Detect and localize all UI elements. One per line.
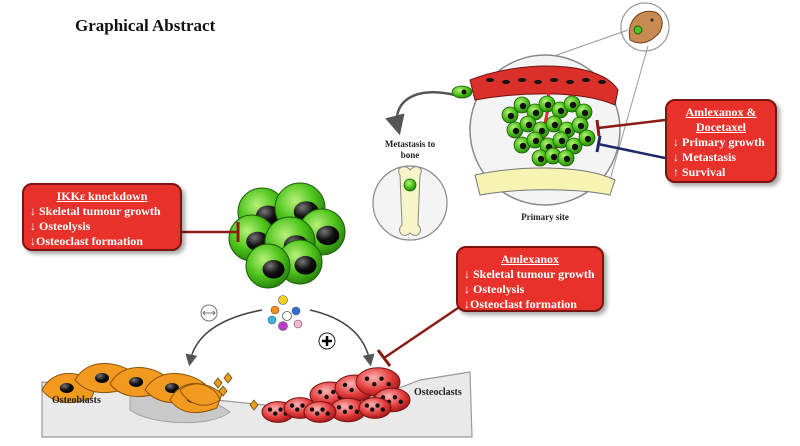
amlexanox-docetaxel-heading: Docetaxel xyxy=(696,120,746,134)
amlexanox-item: ↓ Skeletal tumour growth xyxy=(464,267,595,281)
osteoblasts-label: Osteoblasts xyxy=(52,395,101,406)
tumour-cell xyxy=(575,103,593,121)
amlexanox-docetaxel-item: ↑ Survival xyxy=(673,165,726,179)
inhibit-line-amlexanox-docetaxel xyxy=(595,118,666,160)
amlexanox-docetaxel-item: ↓ Metastasis xyxy=(673,150,736,164)
vessel-nucleus xyxy=(502,80,510,84)
osteoclast-cell xyxy=(358,397,392,419)
tumour-cell-cluster xyxy=(228,182,346,289)
amlexanox-item: ↓ Osteolysis xyxy=(464,282,525,296)
arrow-to-osteoclasts xyxy=(309,309,375,367)
vessel-nucleus xyxy=(598,80,606,84)
metastasis-arrow xyxy=(385,91,456,136)
tumour-cell xyxy=(578,129,596,147)
primary-site-icon xyxy=(469,54,621,206)
arrow-to-osteoblasts xyxy=(185,309,263,367)
tumour-cell xyxy=(563,95,581,113)
osteoclast-cells xyxy=(261,367,411,423)
osteoclasts-label: Osteoclasts xyxy=(414,387,462,398)
vessel-nucleus xyxy=(582,78,590,82)
vessel-nucleus xyxy=(534,80,542,84)
ikk-heading: IKKε knockdown xyxy=(56,189,148,203)
mouse-icon xyxy=(620,2,670,52)
tumour-cell xyxy=(506,121,524,139)
amlexanox-docetaxel-item: ↓ Primary growth xyxy=(673,135,765,149)
tumour-cell xyxy=(501,106,519,124)
tumour-cell xyxy=(571,116,589,134)
tumour-cell xyxy=(565,137,583,155)
page-title: Graphical Abstract xyxy=(75,16,216,35)
ikk-knockdown-box: IKKε knockdown ↓ Skeletal tumour growth … xyxy=(22,183,182,251)
tumour-cell xyxy=(513,136,531,154)
inhibit-line-ikk xyxy=(182,222,240,242)
amlexanox-item: ↓Osteoclast formation xyxy=(464,297,577,311)
tumour-cell xyxy=(552,131,570,149)
vessel-nucleus xyxy=(550,78,558,82)
bidirectional-icon xyxy=(200,304,218,322)
ikk-item: ↓Osteoclast formation xyxy=(30,234,143,248)
osteoblast-cell xyxy=(179,383,221,406)
zoom-line xyxy=(609,45,649,181)
vessel-nucleus xyxy=(518,78,526,82)
plus-icon xyxy=(318,332,336,350)
amlexanox-docetaxel-heading: Amlexanox & xyxy=(685,105,757,119)
tumour-cell xyxy=(245,243,291,289)
tumour-cell xyxy=(557,149,575,167)
migrating-cell xyxy=(451,85,473,99)
ikk-item: ↓ Osteolysis xyxy=(30,219,91,233)
vessel-nucleus xyxy=(566,80,574,84)
inhibit-line-amlexanox xyxy=(376,306,459,367)
amlexanox-docetaxel-box: Amlexanox & Docetaxel ↓ Primary growth ↓… xyxy=(665,99,777,183)
primary-site-label: Primary site xyxy=(521,212,569,222)
tumour-cell xyxy=(538,95,556,113)
ikk-item: ↓ Skeletal tumour growth xyxy=(30,204,161,218)
signal-diamonds xyxy=(213,372,259,411)
amlexanox-heading: Amlexanox xyxy=(501,252,559,266)
tumour-cell xyxy=(513,96,531,114)
osteoclast-cell xyxy=(303,401,337,423)
cytokine-dots xyxy=(267,295,303,331)
vessel-nucleus xyxy=(486,78,494,82)
bone-icon xyxy=(372,165,448,241)
amlexanox-box: Amlexanox ↓ Skeletal tumour growth ↓ Ost… xyxy=(456,246,604,312)
